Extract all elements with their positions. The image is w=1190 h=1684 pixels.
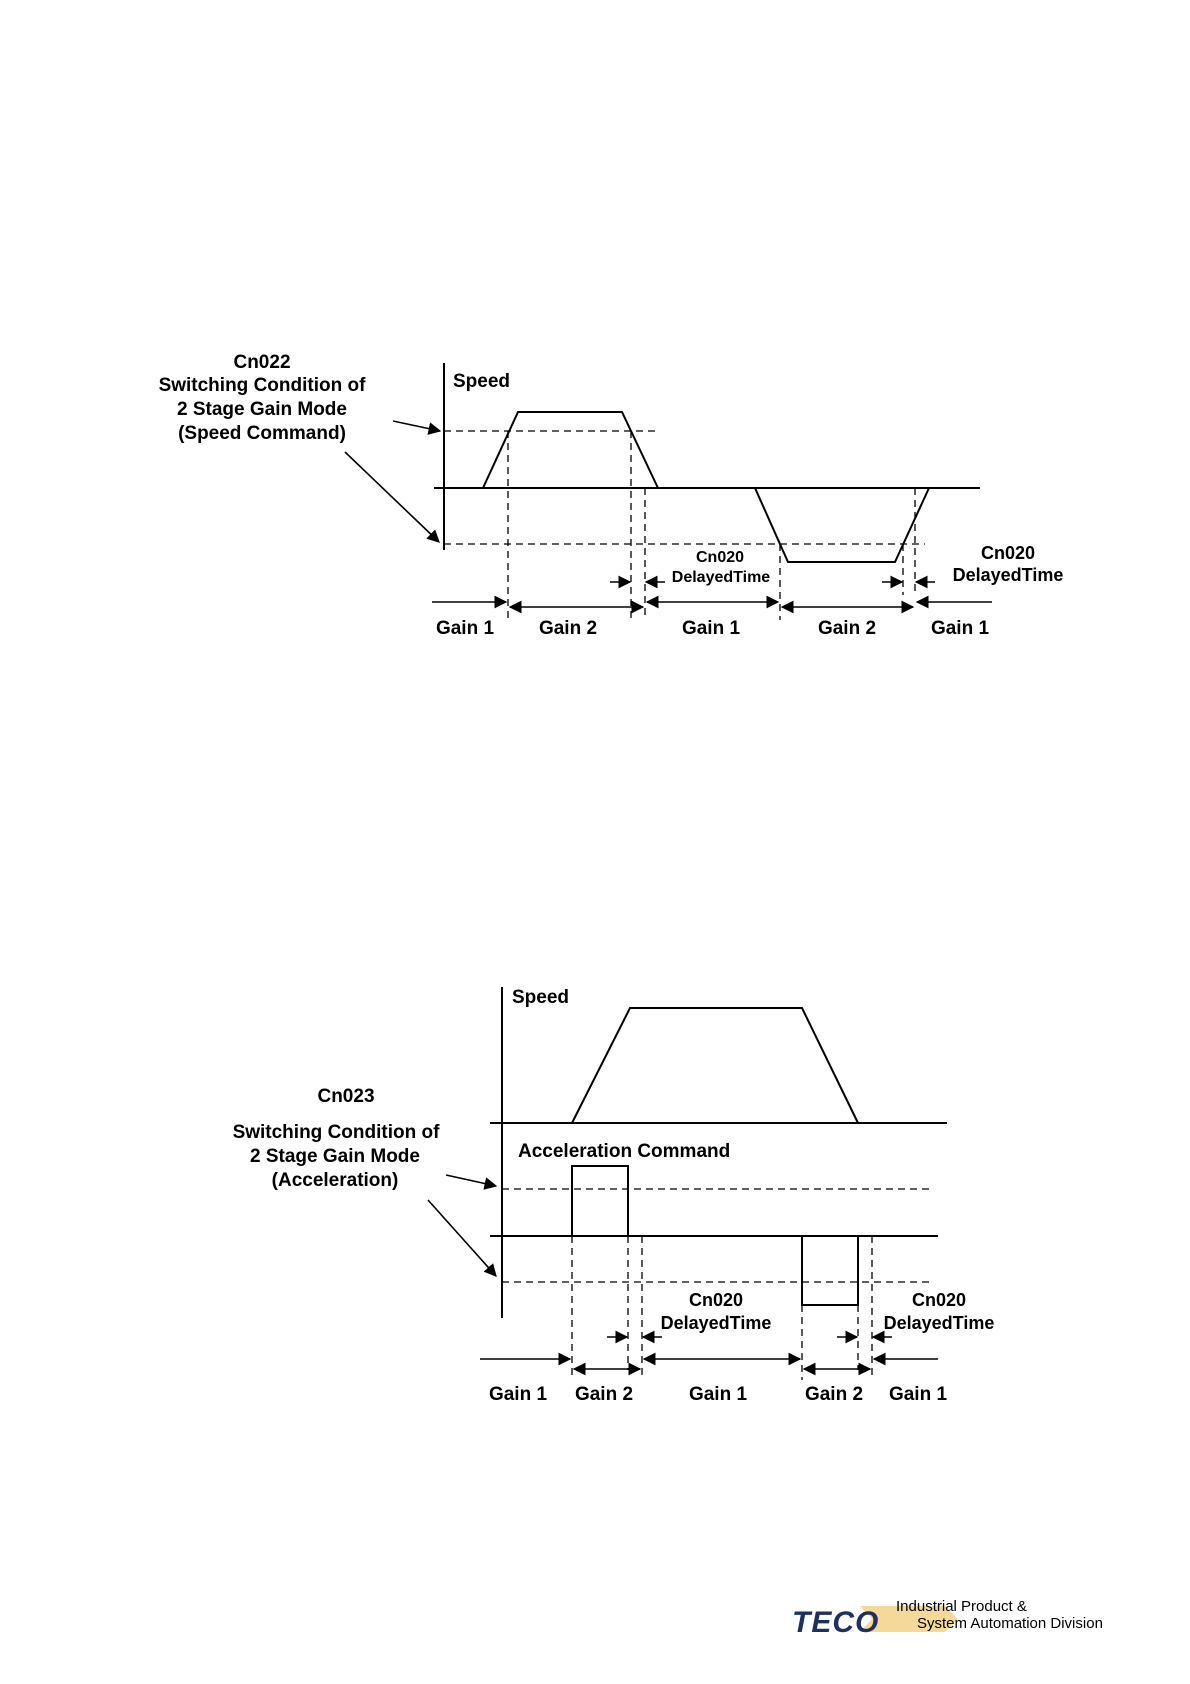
pointer2-arrow-lower [427, 1199, 497, 1277]
delay2-label-time: DelayedTime [661, 1313, 772, 1333]
accel-pulse-negative [801, 1236, 859, 1306]
pointer-arrow-lower [344, 451, 440, 543]
speed-axis-label-2: Speed [512, 987, 569, 1008]
condition-line-1: Switching Condition of [159, 375, 367, 396]
gain-label-2: Gain 2 [539, 618, 597, 639]
delay2-label-right-time: DelayedTime [884, 1313, 995, 1333]
condition2-line-1: Switching Condition of [233, 1122, 441, 1143]
gain-label-4: Gain 2 [818, 618, 876, 639]
speed-axis-label: Speed [453, 371, 510, 392]
accel-command-label: Acceleration Command [518, 1141, 730, 1162]
condition-line-3: (Speed Command) [178, 423, 346, 444]
condition2-line-3: (Acceleration) [272, 1170, 399, 1191]
gain2-label-3: Gain 1 [689, 1384, 748, 1405]
delay-label-right-cn020: Cn020 [981, 543, 1035, 563]
logo-line-2: System Automation Division [917, 1615, 1103, 1632]
cn022-label: Cn022 [233, 352, 290, 373]
gain2-label-1: Gain 1 [489, 1384, 548, 1405]
speed-profile-2 [571, 1007, 859, 1124]
delay2-label-cn020: Cn020 [689, 1290, 743, 1310]
logo-line-1: Industrial Product & [896, 1598, 1027, 1615]
diagram-acceleration: Cn023 Switching Condition of 2 Stage Gai… [233, 987, 995, 1405]
accel-pulse-positive [571, 1165, 629, 1236]
gain2-label-5: Gain 1 [889, 1384, 948, 1405]
speed-profile [482, 411, 930, 563]
delay2-label-right-cn020: Cn020 [912, 1290, 966, 1310]
condition-line-2: 2 Stage Gain Mode [177, 399, 347, 420]
logo-accent-shape [860, 1606, 958, 1632]
logo-brand-text: TECO [792, 1606, 879, 1639]
gain-label-3: Gain 1 [682, 618, 741, 639]
gain-label-1: Gain 1 [436, 618, 495, 639]
delay-label-time: DelayedTime [672, 569, 771, 586]
teco-logo: TECO Industrial Product & System Automat… [792, 1598, 1103, 1639]
delay-label-right-time: DelayedTime [953, 565, 1064, 585]
gain-label-5: Gain 1 [931, 618, 990, 639]
gain2-label-2: Gain 2 [575, 1384, 633, 1405]
delay-label-cn020: Cn020 [696, 549, 744, 566]
pointer-arrow-upper [392, 420, 442, 435]
cn023-label: Cn023 [317, 1086, 374, 1107]
gain2-label-4: Gain 2 [805, 1384, 863, 1405]
diagram-speed-command: Cn022 Switching Condition of 2 Stage Gai… [159, 352, 1064, 639]
condition2-line-2: 2 Stage Gain Mode [250, 1146, 420, 1167]
pointer2-arrow-upper [445, 1174, 498, 1190]
